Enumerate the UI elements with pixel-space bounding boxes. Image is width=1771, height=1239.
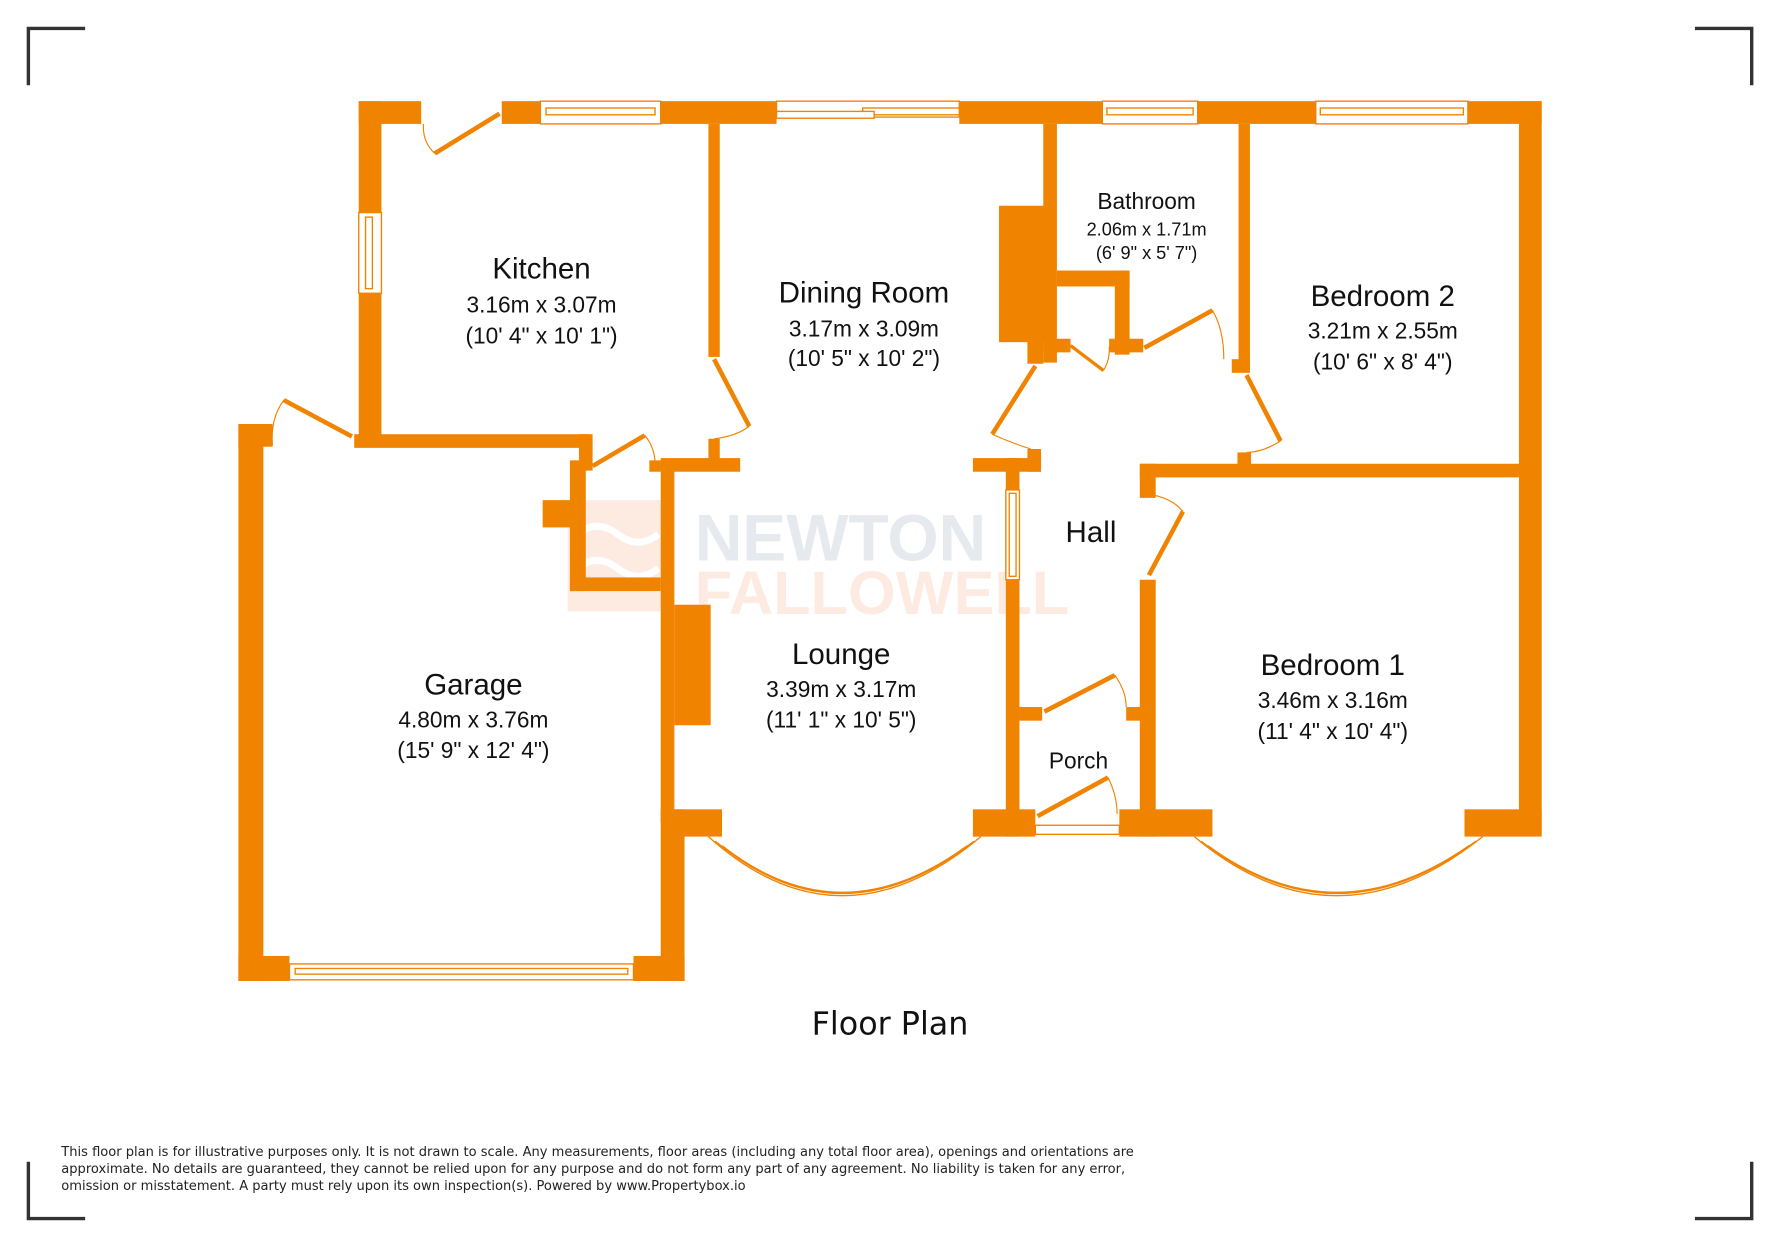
room-name: Bedroom 1 xyxy=(1261,649,1405,682)
crop-mark-top-right xyxy=(1694,26,1754,86)
bathroom-window xyxy=(1101,100,1199,125)
room-name: Bedroom 2 xyxy=(1311,280,1455,313)
room-lounge: Lounge 3.39m x 3.17m (11' 1" x 10' 5") xyxy=(766,638,916,733)
room-imperial: (10' 5" x 10' 2") xyxy=(788,345,940,371)
room-imperial: (15' 9" x 12' 4") xyxy=(397,737,549,763)
room-garage: Garage 4.80m x 3.76m (15' 9" x 12' 4") xyxy=(397,669,549,764)
disclaimer-line-2: approximate. No details are guaranteed, … xyxy=(61,1162,1125,1177)
walls xyxy=(238,101,1542,981)
room-imperial: (10' 6" x 8' 4") xyxy=(1313,348,1453,374)
room-metric: 2.06m x 1.71m xyxy=(1087,219,1207,239)
room-name: Hall xyxy=(1066,516,1117,549)
room-imperial: (11' 4" x 10' 4") xyxy=(1258,718,1408,744)
room-name: Lounge xyxy=(792,638,890,671)
watermark-line1: NEWTON xyxy=(695,500,986,574)
room-imperial: (10' 4" x 10' 1") xyxy=(465,322,617,348)
room-imperial: (6' 9" x 5' 7") xyxy=(1096,243,1197,263)
room-metric: 3.39m x 3.17m xyxy=(766,676,916,702)
room-metric: 3.21m x 2.55m xyxy=(1308,318,1458,344)
crop-mark-bottom-left xyxy=(26,1161,86,1221)
porch-front-door-frame xyxy=(1034,824,1121,836)
room-name: Porch xyxy=(1049,747,1108,773)
hall-side-window xyxy=(1005,489,1021,581)
room-name: Dining Room xyxy=(779,276,950,309)
bay-windows xyxy=(707,836,1484,897)
disclaimer: This floor plan is for illustrative purp… xyxy=(60,1145,1134,1194)
room-hall: Hall xyxy=(1066,516,1117,549)
room-metric: 3.46m x 3.16m xyxy=(1258,687,1408,713)
windows xyxy=(288,100,1469,981)
room-name: Garage xyxy=(424,669,522,702)
room-imperial: (11' 1" x 10' 5") xyxy=(766,706,916,732)
room-name: Kitchen xyxy=(492,252,590,285)
bedroom2-window xyxy=(1315,100,1469,125)
room-metric: 4.80m x 3.76m xyxy=(398,706,548,732)
watermark: NEWTON FALLOWELL xyxy=(567,500,1069,627)
kitchen-window-side xyxy=(358,211,383,294)
dining-sliding-door xyxy=(775,100,960,119)
kitchen-window-top xyxy=(539,100,662,125)
room-kitchen: Kitchen 3.16m x 3.07m (10' 4" x 10' 1") xyxy=(465,252,617,348)
plan-title: Floor Plan xyxy=(812,1005,969,1042)
room-metric: 3.17m x 3.09m xyxy=(789,315,939,341)
room-metric: 3.16m x 3.07m xyxy=(466,292,616,318)
room-bedroom-1: Bedroom 1 3.46m x 3.16m (11' 4" x 10' 4"… xyxy=(1258,649,1408,744)
crop-mark-bottom-right xyxy=(1694,1161,1754,1221)
doors xyxy=(271,111,1283,819)
room-bathroom: Bathroom 2.06m x 1.71m (6' 9" x 5' 7") xyxy=(1087,188,1207,263)
crop-marks xyxy=(26,26,1754,1221)
room-bedroom-2: Bedroom 2 3.21m x 2.55m (10' 6" x 8' 4") xyxy=(1308,280,1458,375)
disclaimer-line-1: This floor plan is for illustrative purp… xyxy=(60,1145,1134,1160)
room-porch: Porch xyxy=(1049,747,1108,773)
room-dining-room: Dining Room 3.17m x 3.09m (10' 5" x 10' … xyxy=(779,276,950,371)
room-name: Bathroom xyxy=(1097,188,1195,214)
garage-door-window xyxy=(288,963,635,981)
disclaimer-line-3: omission or misstatement. A party must r… xyxy=(61,1179,745,1194)
crop-mark-top-left xyxy=(26,26,86,86)
